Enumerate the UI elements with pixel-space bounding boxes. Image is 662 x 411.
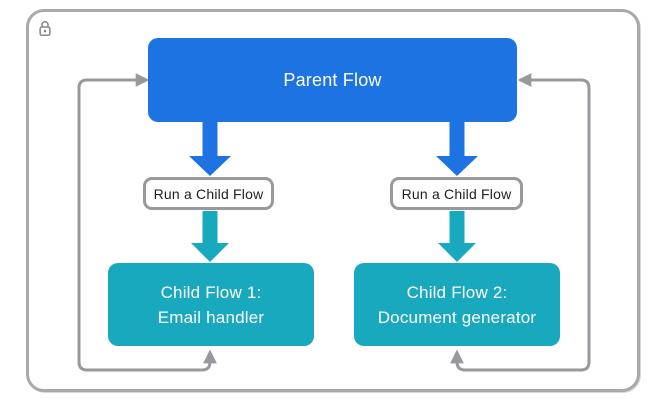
- node-run-child-flow-left: Run a Child Flow: [143, 177, 274, 210]
- child2-line1: Child Flow 2:: [406, 282, 508, 302]
- node-child-flow-2-label: Child Flow 2: Document generator: [378, 280, 537, 330]
- child1-line1: Child Flow 1:: [160, 282, 262, 302]
- node-child-flow-1-label: Child Flow 1: Email handler: [158, 280, 265, 330]
- child2-line2: Document generator: [377, 307, 537, 327]
- return-loop-right: [450, 73, 591, 372]
- teal-arrow-right: [438, 211, 476, 262]
- teal-arrow-left: [191, 211, 229, 262]
- lock-icon: [36, 19, 54, 38]
- return-loop-left: [77, 73, 217, 372]
- node-parent-flow: Parent Flow: [148, 38, 517, 122]
- blue-arrow-left: [189, 122, 231, 176]
- node-run-child-flow-right-label: Run a Child Flow: [401, 185, 512, 202]
- node-child-flow-2: Child Flow 2: Document generator: [354, 263, 560, 346]
- node-run-child-flow-left-label: Run a Child Flow: [153, 185, 264, 202]
- node-run-child-flow-right: Run a Child Flow: [390, 177, 523, 210]
- node-child-flow-1: Child Flow 1: Email handler: [108, 263, 314, 346]
- blue-arrow-right: [436, 122, 478, 176]
- child1-line2: Email handler: [157, 307, 265, 327]
- node-parent-flow-label: Parent Flow: [283, 69, 382, 90]
